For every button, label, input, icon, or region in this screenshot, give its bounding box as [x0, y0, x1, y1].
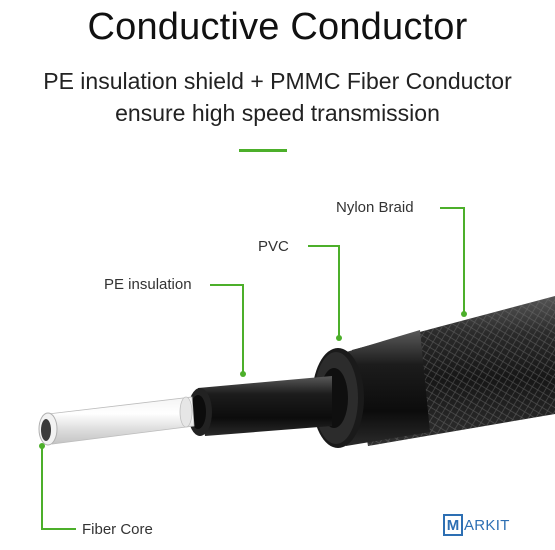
subtitle-line-1: PE insulation shield + PMMC Fiber Conduc… [43, 68, 512, 94]
watermark-logo-box: M [443, 514, 463, 536]
callout-pe-insulation: PE insulation [104, 276, 192, 293]
watermark-logo: M ARKIT [443, 512, 510, 538]
watermark-logo-text: ARKIT [464, 516, 510, 534]
callout-leaders [41, 207, 465, 530]
leader-dots [39, 311, 467, 449]
leader-nylon-braid [440, 207, 465, 314]
fiber-core-strand [38, 396, 195, 446]
callout-nylon-braid: Nylon Braid [336, 199, 414, 216]
pe-insulation-tube [188, 376, 332, 436]
leader-fiber-core [41, 446, 76, 530]
accent-divider [239, 149, 287, 152]
leader-dot-pe-insulation [240, 371, 246, 377]
leader-dot-fiber-core [39, 443, 45, 449]
leader-dot-nylon-braid [461, 311, 467, 317]
callout-fiber-core: Fiber Core [82, 521, 153, 538]
page-title: Conductive Conductor [87, 6, 468, 48]
callout-pvc: PVC [258, 238, 289, 255]
leader-pe-insulation [210, 284, 244, 374]
subtitle-line-2: ensure high speed transmission [115, 100, 440, 126]
leader-pvc [308, 245, 340, 338]
leader-dot-pvc [336, 335, 342, 341]
